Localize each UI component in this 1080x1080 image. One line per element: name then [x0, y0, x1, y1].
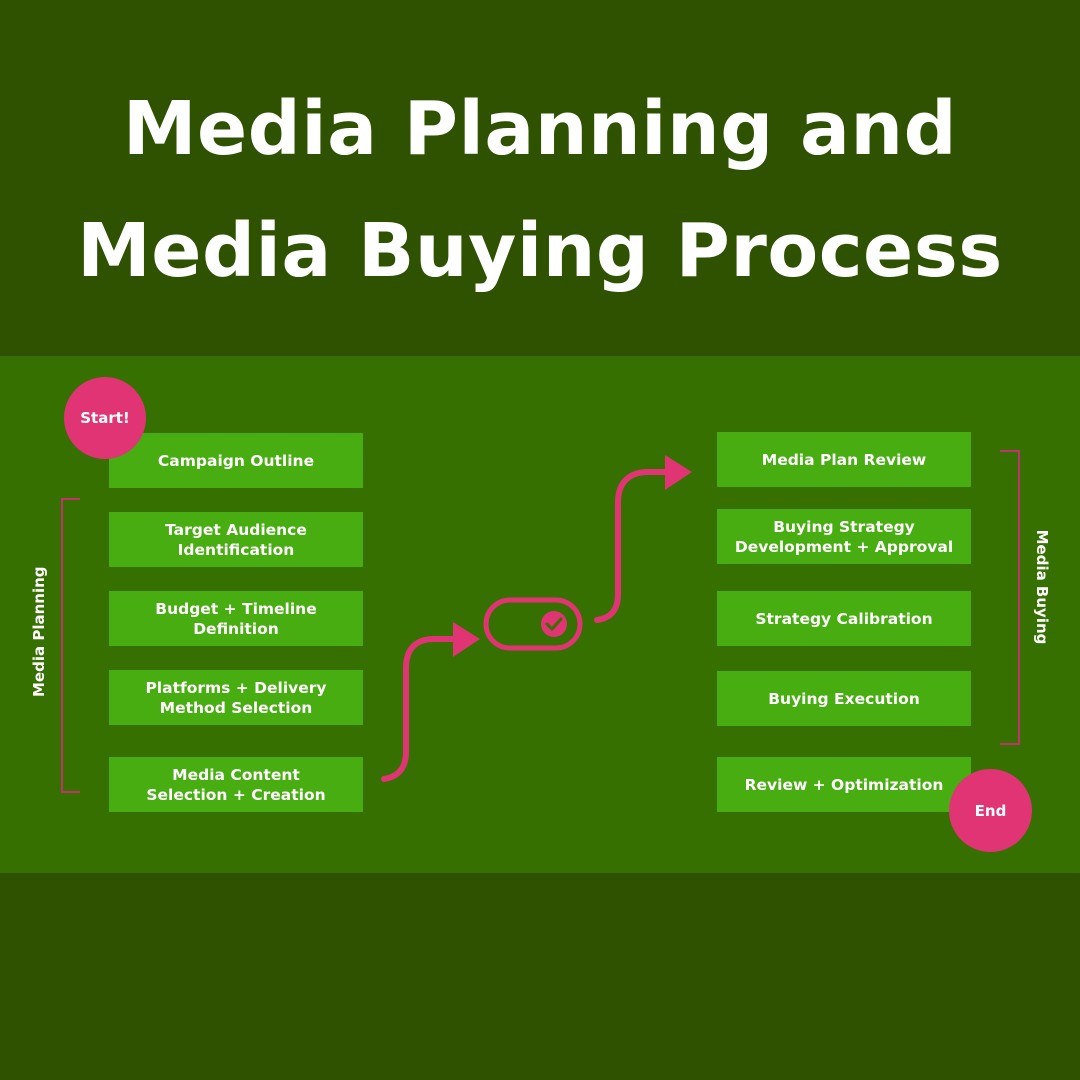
step-target-audience-identification: Target Audience Identification	[109, 512, 363, 567]
step-media-plan-review: Media Plan Review	[717, 432, 971, 487]
step-media-content-selection-creation: Media Content Selection + Creation	[109, 757, 363, 812]
title-line-2: Media Buying Process	[77, 208, 1003, 294]
end-badge: End	[949, 769, 1032, 852]
page-title: Media Planning and Media Buying Process	[0, 68, 1080, 312]
step-strategy-calibration: Strategy Calibration	[717, 591, 971, 646]
step-budget-timeline-definition: Budget + Timeline Definition	[109, 591, 363, 646]
media-planning-label: Media Planning	[30, 566, 48, 698]
title-line-1: Media Planning and	[122, 86, 958, 172]
step-campaign-outline: Campaign Outline	[109, 433, 363, 488]
step-buying-execution: Buying Execution	[717, 671, 971, 726]
media-buying-label: Media Buying	[1033, 529, 1051, 645]
step-platforms-delivery-method-selection: Platforms + Delivery Method Selection	[109, 670, 363, 725]
step-buying-strategy-development-approval: Buying Strategy Development + Approval	[717, 509, 971, 564]
step-review-optimization: Review + Optimization	[717, 757, 971, 812]
start-badge: Start!	[64, 377, 146, 459]
